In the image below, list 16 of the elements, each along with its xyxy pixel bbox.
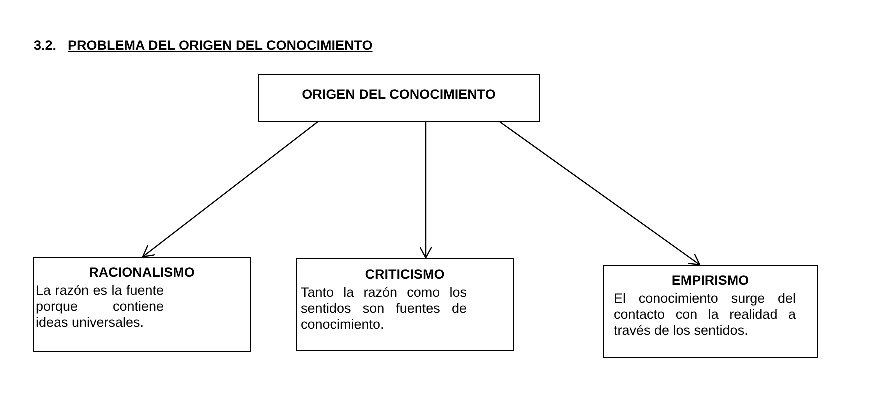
heading: EMPIRISMO (670, 273, 750, 288)
concept-box (33, 257, 251, 352)
arrow (500, 122, 701, 266)
arrow (142, 122, 318, 258)
description: El conocimiento surge del contacto con la realidad a través de los sentidos. (614, 291, 796, 339)
section-number: 3.2. (34, 38, 57, 53)
concept-box (603, 265, 818, 358)
description: La razón es la fuente porque contiene ideas universales. (36, 283, 164, 331)
title: PROBLEMA DEL ORIGEN DEL CONOCIMIENTO (68, 38, 373, 53)
concept-box (258, 74, 540, 122)
description: Tanto la razón como los sentidos son fuentes de conocimiento. (301, 285, 467, 333)
heading: CRITICISMO (364, 267, 446, 282)
concept-box (296, 258, 514, 351)
arrow (419, 122, 433, 259)
heading: ORIGEN DEL CONOCIMIENTO (301, 87, 497, 102)
heading: RACIONALISMO (88, 265, 196, 280)
